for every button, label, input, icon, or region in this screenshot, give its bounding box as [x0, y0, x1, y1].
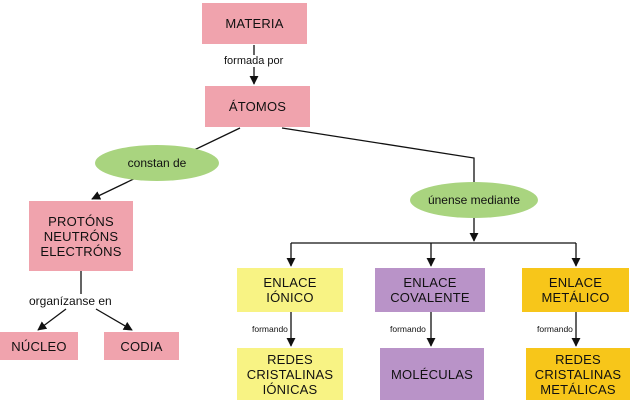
node-enlace-metalico: ENLACE METÁLICO: [522, 268, 629, 312]
node-codia-label: CODIA: [120, 338, 163, 354]
node-moleculas: MOLÉCULAS: [380, 348, 484, 400]
node-redes-ionicas: REDES CRISTALINAS IÓNICAS: [237, 348, 343, 400]
node-materia: MATERIA: [202, 3, 307, 44]
node-particulas: PROTÓNS NEUTRÓNS ELECTRÓNS: [29, 201, 133, 271]
node-codia: CODIA: [104, 332, 179, 360]
ellipse-unense-mediante: únense mediante: [410, 182, 538, 218]
node-atomos: ÁTOMOS: [205, 86, 310, 127]
node-nucleo: NÚCLEO: [0, 332, 78, 360]
node-enlace-metalico-label: ENLACE METÁLICO: [541, 275, 610, 305]
ellipse-constan-de: constan de: [95, 145, 219, 181]
label-formada-por: formada por: [224, 55, 284, 67]
node-enlace-covalente: ENLACE COVALENTE: [375, 268, 485, 312]
edge-to-codia: [95, 308, 133, 331]
label-formando-covalente: formando: [390, 324, 426, 334]
node-materia-label: MATERIA: [225, 16, 284, 31]
node-atomos-label: ÁTOMOS: [228, 99, 287, 114]
node-redes-ionicas-label: REDES CRISTALINAS IÓNICAS: [246, 351, 334, 397]
node-redes-metalicas: REDES CRISTALINAS METÁLICAS: [526, 348, 630, 400]
node-particulas-label: PROTÓNS NEUTRÓNS ELECTRÓNS: [40, 213, 122, 259]
node-redes-metalicas-label: REDES CRISTALINAS METÁLICAS: [534, 351, 622, 397]
label-formando-metalico: formando: [537, 324, 573, 334]
node-enlace-covalente-label: ENLACE COVALENTE: [390, 275, 470, 305]
edge-to-nucleo: [37, 308, 67, 331]
node-nucleo-label: NÚCLEO: [11, 338, 67, 354]
node-moleculas-label: MOLÉCULAS: [391, 366, 473, 382]
node-enlace-ionico-label: ENLACE IÓNICO: [263, 275, 317, 305]
node-enlace-ionico: ENLACE IÓNICO: [237, 268, 343, 312]
label-organizanse-en: organízanse en: [29, 294, 112, 308]
label-formando-ionico: formando: [252, 324, 288, 334]
